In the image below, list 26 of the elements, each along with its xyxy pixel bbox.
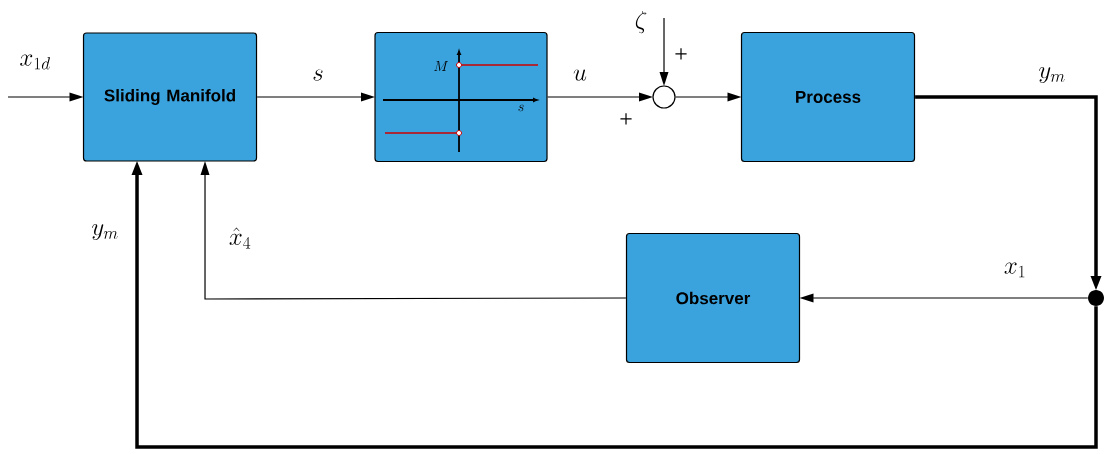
plus-sign: + bbox=[620, 113, 632, 125]
summing-junction bbox=[652, 85, 676, 109]
signal-arrow bbox=[7, 92, 84, 102]
signal-arrow bbox=[131, 161, 1098, 449]
edge-label: $y_m$ bbox=[1039, 66, 1065, 83]
signal-arrow bbox=[547, 92, 653, 102]
axis-label: $s$ bbox=[518, 104, 524, 112]
plus-sign: + bbox=[675, 48, 687, 60]
signal-arrow bbox=[200, 161, 627, 300]
signal-arrow bbox=[659, 17, 669, 86]
axis-label: $M$ bbox=[434, 61, 449, 71]
sliding-manifold-box: Sliding Manifold bbox=[82, 32, 258, 162]
edge-label: $u$ bbox=[573, 69, 587, 81]
edge-label: $s$ bbox=[313, 69, 323, 81]
edge-label: $x_{1d}$ bbox=[20, 54, 50, 70]
junction-dot bbox=[1088, 290, 1104, 306]
edge-label: $x_1$ bbox=[1004, 262, 1025, 278]
signal-arrow bbox=[915, 95, 1102, 290]
signal-arrow bbox=[675, 92, 742, 102]
signal-arrow bbox=[256, 92, 375, 102]
edge-label: $y_m$ bbox=[92, 223, 118, 240]
signal-arrow bbox=[799, 293, 1089, 303]
process-box: Process bbox=[740, 31, 916, 163]
observer-box: Observer bbox=[625, 232, 801, 364]
edge-label: $\zeta$ bbox=[635, 10, 647, 34]
edge-label: $\hat{x}_4$ bbox=[229, 227, 251, 249]
